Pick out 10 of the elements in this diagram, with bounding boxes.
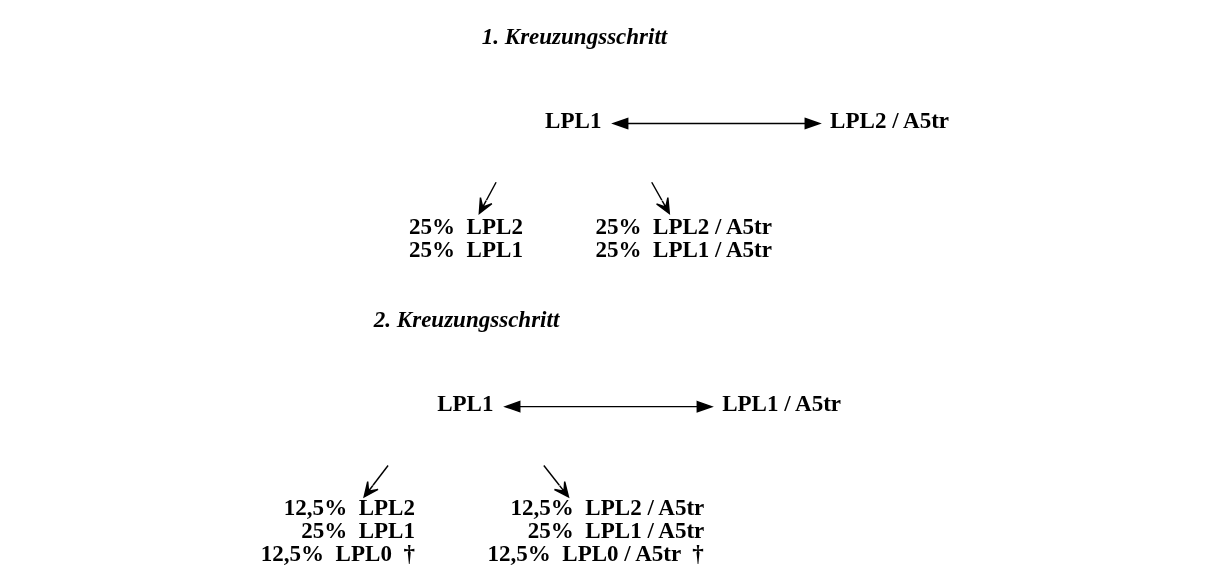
node-text: LPL1 / A5tr [721, 389, 841, 416]
label: 2. Kreuzungsschritt [373, 306, 559, 333]
node-text: LPL1 [436, 389, 493, 416]
node-text: 12,5% LPL2 / A5tr 25% LPL1 / A5tr 12,5% LPL0 / A5tr † [487, 494, 704, 567]
node-text: 12,5% LPL2 25% LPL1 12,5% LPL0 † [260, 494, 415, 567]
node-text: LPL2 / A5tr [829, 106, 949, 133]
node-text: 25% LPL2 25% LPL1 [408, 212, 523, 262]
node-text: 25% LPL2 / A5tr 25% LPL1 / A5tr [595, 212, 772, 262]
node-text: LPL1 [544, 106, 601, 133]
label: 1. Kreuzungsschritt [481, 23, 667, 50]
